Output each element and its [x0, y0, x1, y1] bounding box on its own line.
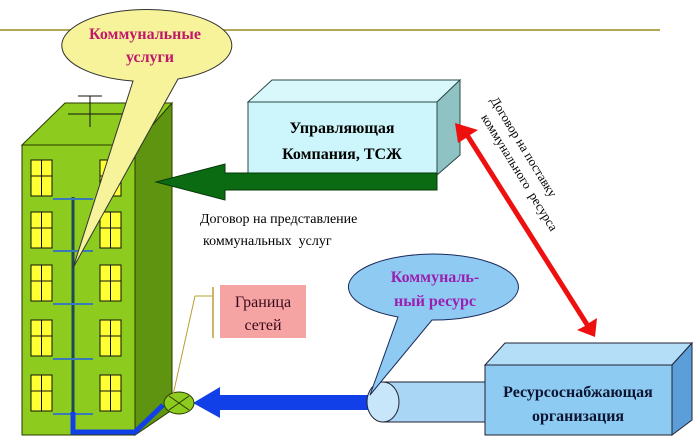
window: [30, 264, 53, 302]
supply-pipe: [366, 381, 491, 423]
service-flow-arrow: [154, 163, 438, 201]
resource-callout-label-1: Коммуналь-: [391, 269, 479, 286]
antenna-icon: [68, 95, 125, 127]
services-callout-label-2: услуги: [126, 49, 174, 66]
resource-callout: Коммуналь- ный ресурс: [347, 253, 519, 396]
resource-org-label-2: организация: [532, 408, 624, 425]
service-contract-label-1: Договор на представление: [200, 212, 357, 227]
management-company-label-1: Управляющая: [290, 120, 395, 137]
network-boundary-marker: Граница сетей: [172, 285, 306, 396]
window: [30, 319, 53, 357]
window: [99, 374, 122, 412]
services-callout-label-1: Коммунальные: [89, 26, 201, 43]
services-callout: Коммунальные услуги: [61, 9, 233, 269]
resource-flow-arrow: [193, 387, 372, 418]
water-riser-pipe: [53, 197, 165, 435]
supply-contract-arrow: [455, 123, 597, 337]
resource-org-label-1: Ресурсоснабжающая: [503, 384, 653, 401]
window: [99, 264, 122, 302]
window: [30, 374, 53, 412]
apartment-building: [20, 95, 174, 436]
window: [30, 211, 53, 249]
supply-contract-label: Договор на поставку коммунального ресурс…: [478, 94, 561, 234]
management-company-box: Управляющая Компания, ТСЖ: [246, 78, 462, 177]
resource-callout-label-2: ный ресурс: [394, 293, 476, 310]
network-boundary-label-2: сетей: [244, 317, 281, 334]
service-contract-label-2: коммунальных услуг: [203, 234, 332, 249]
resource-organization-box: Ресурсоснабжающая организация: [483, 341, 694, 436]
window: [99, 211, 122, 249]
window: [99, 319, 122, 357]
management-company-label-2: Компания, ТСЖ: [282, 146, 402, 163]
valve-icon: [163, 391, 195, 415]
network-boundary-label-1: Граница: [235, 294, 291, 311]
window: [30, 159, 53, 197]
